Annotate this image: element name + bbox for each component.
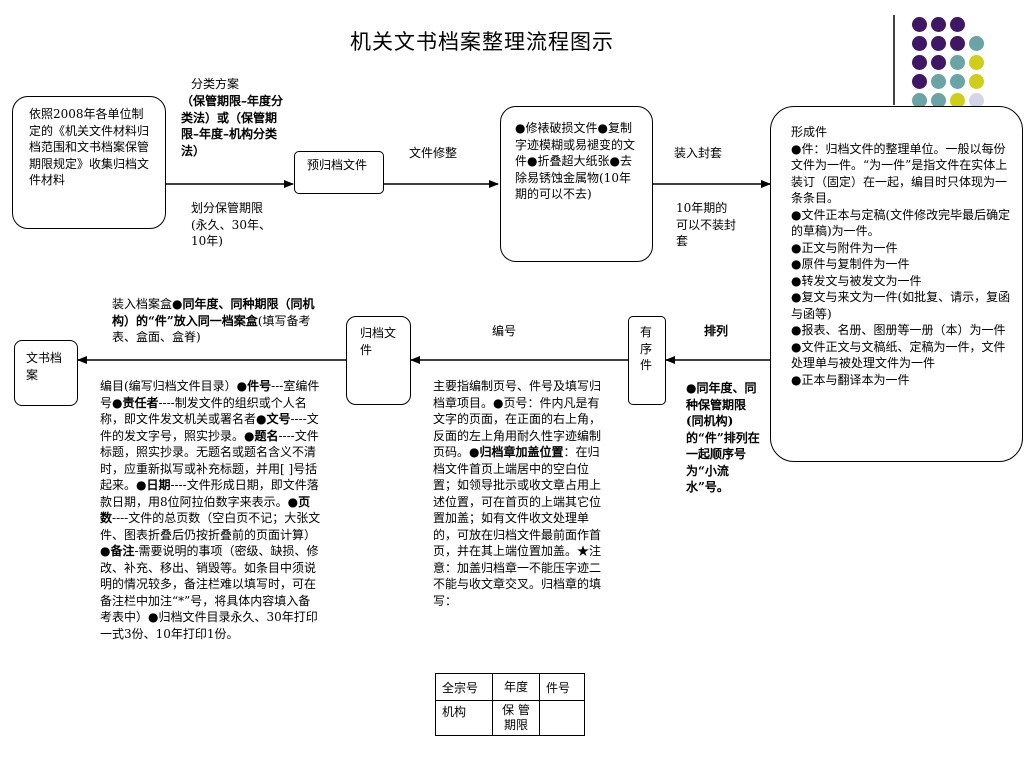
decorative-dot [931, 55, 946, 70]
decorative-dot [950, 36, 965, 51]
page-title: 机关文书档案整理流程图示 [350, 30, 614, 54]
seal-table-cell: 机构 [435, 700, 493, 736]
decorative-dot [912, 55, 927, 70]
document-archive-text: 文书档案 [26, 351, 63, 382]
decorative-dot [969, 55, 984, 70]
seal-table-cell: 件号 [539, 673, 585, 701]
decorative-dot [969, 93, 984, 108]
cataloguing-segment: 页数 [100, 494, 311, 526]
retention-period-label: 划分保管期限(永久、30年、10年) [191, 201, 271, 248]
decorative-dot [931, 36, 946, 51]
numbering-label: 编号 [492, 324, 517, 338]
repair-steps-box [500, 106, 653, 262]
decorative-dot [969, 74, 984, 89]
cataloguing-segment: ----文件的发文字号，照实抄录。● [100, 412, 319, 443]
seal-table-row: 全宗号年度件号 [435, 673, 585, 701]
decorative-dot [912, 36, 927, 51]
numbering-description: 主要指编制页号、件号及填写归档章项目。●页号：件内凡是有文字的页面，在正面的右上… [433, 378, 607, 609]
numbering-segment: 归档章加盖位置 [479, 445, 564, 459]
cataloguing-segment: ----文件的总页数（空白页不记；大张文件、图表折叠后仍按折叠前的页面计算）● [100, 511, 321, 558]
cataloguing-segment: ----文件形成日期，即文件落款日期，用8位阿拉伯数字来表示。● [100, 478, 319, 509]
archived-file-box [346, 316, 411, 405]
decorative-dot [931, 93, 946, 108]
cataloguing-segment: 题名 [254, 428, 279, 443]
cataloguing-segment: ---室编件号● [100, 379, 320, 410]
seal-table-cell: 年度 [492, 673, 540, 701]
box-packing-rule: 同年度、同种期限（同机构）的“件”放入同一档案盒 [112, 297, 315, 328]
box-packing-label: 装入档案盒●同年度、同种期限（同机构）的“件”放入同一档案盒(填写备考表、盒面、… [112, 296, 322, 346]
document-repair-label: 文件修整 [409, 146, 458, 160]
seal-table-row: 机构保 管期限 [435, 700, 585, 736]
decorative-dot [912, 74, 927, 89]
numbering-segment: 主要指编制页号、件号及填写归档章项目。●页号：件内凡是有文字的页面，在正面的右上… [433, 379, 602, 459]
cataloguing-segment: 日期 [146, 478, 171, 492]
decorative-dot [950, 93, 965, 108]
cataloguing-segment: 件号 [247, 379, 272, 393]
cataloguing-segment: 备注 [110, 544, 135, 558]
classification-label: 分类方案 [191, 77, 240, 91]
cataloguing-segment: ----制发文件的组织或个人名称，即文件发文机关或署名者● [100, 395, 307, 427]
numbering-segment: ：在归档文件首页上端居中的空白位置；如领导批示或收文章占用上述位置，可在首页的上… [433, 445, 602, 608]
seal-table-cell: 保 管期限 [492, 700, 540, 736]
pre-archive-box [294, 151, 384, 194]
seal-table-cell [539, 700, 585, 736]
decorative-dot [931, 74, 946, 89]
decorative-dot [912, 93, 927, 108]
decorative-dot [950, 74, 965, 89]
source-materials-box [12, 96, 166, 229]
archived-file-text: 归档文件 [360, 326, 397, 357]
arrange-description: ●同年度、同种保管期限(同机构)的“件”排列在一起顺序号为“小流水”号。 [686, 381, 760, 494]
arrange-label: 排列 [704, 324, 729, 338]
decorative-dot [912, 17, 927, 32]
decorative-dot [931, 17, 946, 32]
cataloguing-description: 编目(编写归档文件目录）●件号---室编件号●责任者----制发文件的组织或个人… [100, 378, 322, 642]
item-definition-text: 形成件 ●件：归档文件的整理单位。一般以每份文件为一件。“为一件”是指文件在实体… [791, 125, 1011, 387]
ten-year-envelope-note: 10年期的可以不装封套 [676, 201, 737, 248]
cataloguing-segment: 编目(编写归档文件目录）● [100, 379, 248, 393]
decorative-divider [893, 15, 895, 105]
cataloguing-segment: ----文件标题，照实抄录。无题名或题名含义不清时，应重新拟写或补充标题，并用[… [100, 428, 319, 493]
decorative-dot [969, 36, 984, 51]
source-materials-text: 依照2008年各单位制定的《机关文件材料归档范围和文书档案保管期限规定》收集归档… [29, 107, 150, 187]
decorative-dot [950, 17, 965, 32]
box-packing-fill: (填写备考表、盒面、盒脊) [112, 313, 311, 345]
cataloguing-segment: -需要说明的事项（密级、缺损、修改、补充、移出、销毁等。如条目中须说明的情况较多… [100, 544, 319, 641]
envelope-label: 装入封套 [674, 146, 723, 160]
repair-steps-text: ●修裱破损文件●复制字迹模糊或易褪变的文件●折叠超大纸张●去除易锈蚀金属物(10… [515, 121, 636, 201]
classification-scheme: （保管期限–年度分类法）或（保管期限–年度–机构分类法） [181, 94, 284, 158]
document-archive-box [14, 340, 78, 406]
ordered-items-text: 有序件 [640, 325, 653, 372]
cataloguing-segment: 文号 [266, 412, 291, 426]
box-packing-intro: 装入档案盒● [112, 297, 183, 311]
decorative-dot [950, 55, 965, 70]
pre-archive-text: 预归档文件 [307, 158, 368, 172]
ordered-items-box [628, 316, 666, 405]
cataloguing-segment: 责任者 [122, 395, 159, 410]
seal-table-cell: 全宗号 [435, 673, 493, 701]
item-definition-box [770, 106, 1023, 462]
archive-seal-table: 全宗号年度件号机构保 管期限 [435, 673, 585, 736]
